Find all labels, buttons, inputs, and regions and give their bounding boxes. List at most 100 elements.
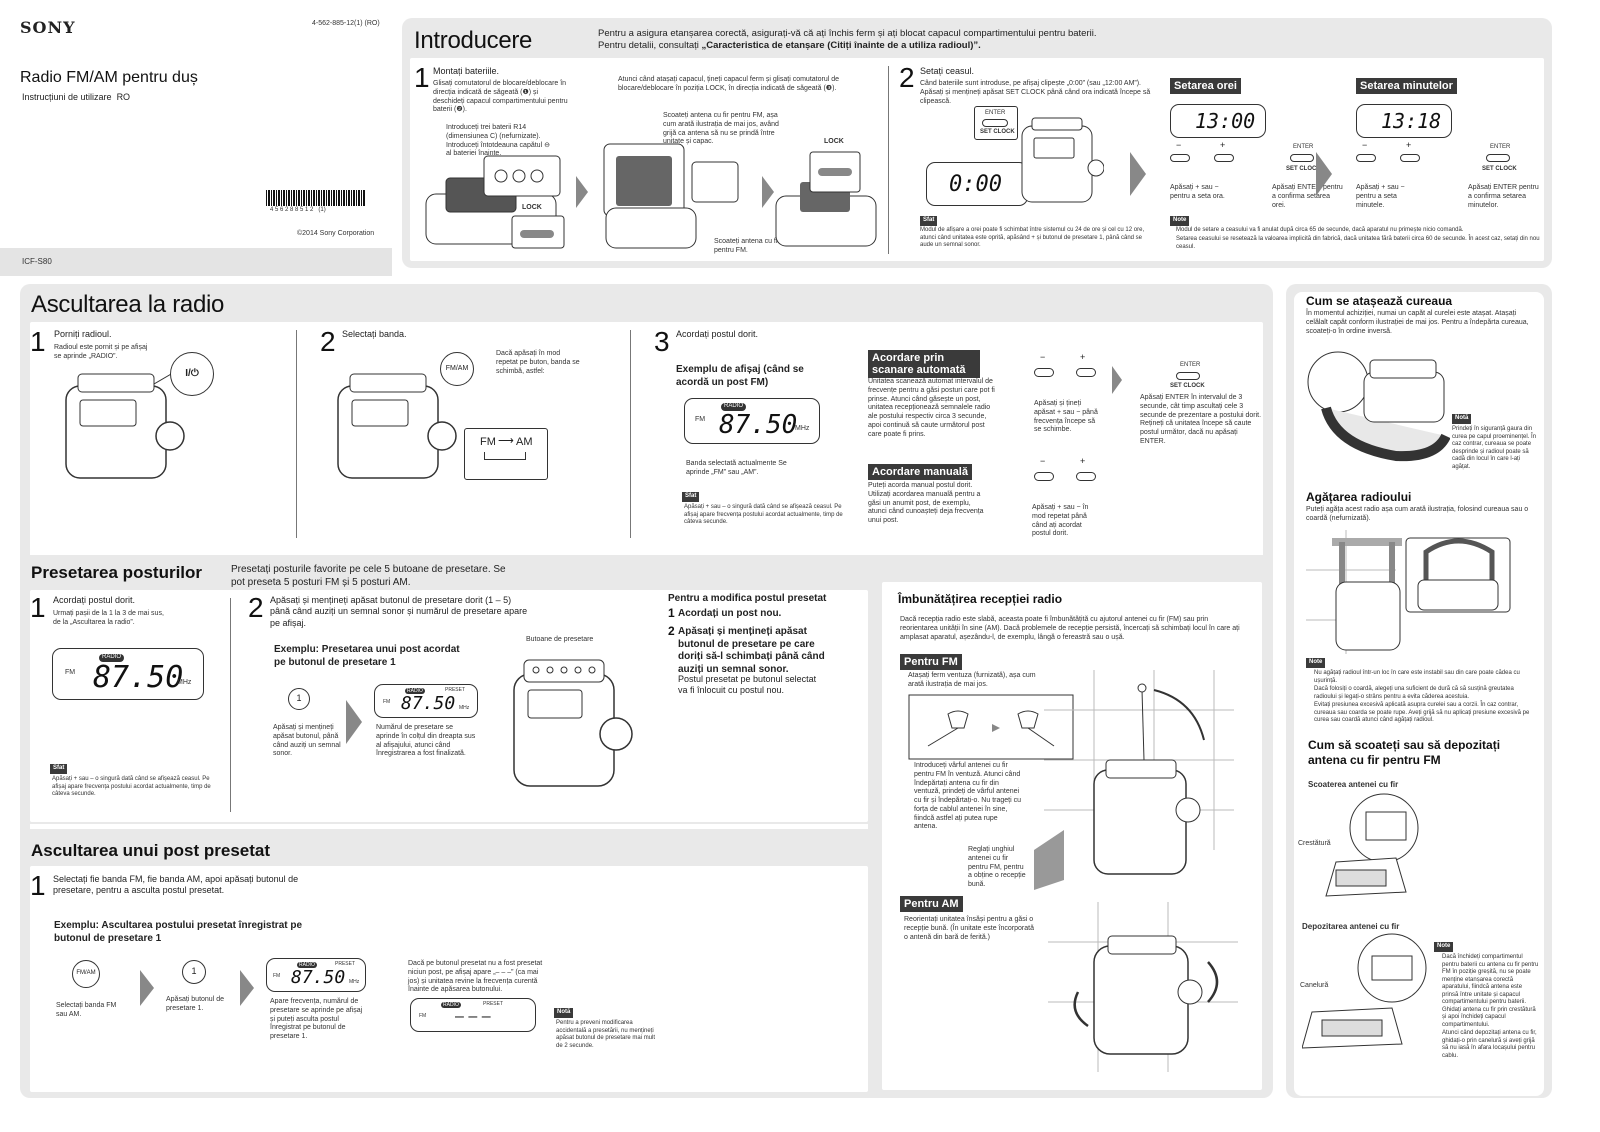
auto-enter-button[interactable] [1176, 372, 1200, 380]
fm-frequency: 87.50 [719, 410, 798, 440]
minute-enter-button[interactable] [1486, 154, 1510, 162]
listen-step1-number: 1 [30, 326, 46, 357]
auto-plus-button[interactable] [1076, 368, 1096, 377]
listen-step2-text: Dacă apăsați în mod repetat pe buton, ba… [496, 350, 580, 375]
minute-plus-button[interactable] [1400, 154, 1420, 162]
preset-stored-frequency: 87.50 [401, 693, 456, 714]
listen-preset-button-1[interactable]: 1 [182, 960, 206, 984]
am-rotate-illustration [1048, 902, 1238, 1072]
preset-fm-frequency: 87.50 [93, 660, 184, 695]
hour-caption: Apăsați + sau − pentru a seta ora. [1170, 184, 1225, 200]
band-cycle-box [464, 428, 548, 480]
preset-step2-number: 2 [248, 592, 264, 623]
preset-title: Presetarea posturilor [31, 563, 203, 582]
minute-caption: Apăsați + sau − pentru a seta minutele. [1356, 184, 1405, 209]
listen-preset-frequency: 87.50 [291, 967, 346, 988]
listen-preset-arrow-1 [140, 970, 154, 1006]
hour-plus-button[interactable] [1214, 154, 1234, 162]
hang-note-2: Dacă folosiți o coardă, alegeți una sufi… [1314, 686, 1514, 700]
preset-button-1[interactable]: 1 [288, 688, 310, 710]
power-button[interactable]: I/⏻ [170, 352, 214, 396]
hang-note-tag: Note [1306, 658, 1326, 668]
intro-sfat-text: Modul de afișare a orei poate fi schimba… [920, 227, 1145, 248]
remove-antenna-illustration [1325, 793, 1419, 897]
mhz-unit: MHz [795, 425, 810, 432]
intro-warning: Pentru a asigura etanșarea corectă, asig… [598, 28, 1118, 52]
strap-illustration [1307, 351, 1450, 462]
listen-preset-dashes: – – – [455, 1008, 491, 1025]
radio-badge: RADIO [721, 403, 747, 411]
intro-step1-batteries: Introduceți trei baterii R14 (dimensiune… [446, 124, 550, 158]
improve-am-tag: Pentru AM [900, 896, 963, 913]
auto-set-clock-label: SET CLOCK [1170, 383, 1205, 389]
intro-step1-title: Montați bateriile. [433, 66, 500, 76]
listen-preset-preset-label: PRESET [335, 961, 356, 967]
listen-preset-fmam-button[interactable]: FM/AM [72, 960, 100, 988]
manual-minus-button[interactable] [1034, 472, 1054, 481]
intro-arrow-1 [1130, 152, 1146, 196]
preset-stored-radio-badge: RADIO [405, 688, 425, 695]
modify-step1-text: Acordați un post nou. [678, 608, 782, 619]
copyright: ©2014 Sony Corporation [297, 230, 375, 237]
intro-step2-text: Când bateriile sunt introduse, pe afișaj… [920, 80, 1151, 105]
listen-preset-nota-tag: Notă [554, 1008, 574, 1018]
minute-minus-button[interactable] [1356, 154, 1376, 162]
hour-minus-button[interactable] [1170, 154, 1190, 162]
auto-scan-text: Unitatea scanează automat intervalul de … [868, 378, 995, 438]
minute-minus-label: − [1362, 140, 1368, 150]
fm-am-label: FM/AM [445, 364, 469, 372]
listen-preset-caption-3: Apare frecvența, numărul de presetare se… [270, 998, 363, 1040]
hang-title: Agățarea radioului [1306, 490, 1412, 504]
strap-nota-tag: Notă [1452, 414, 1472, 424]
intro-note-2: Setarea ceasului se resetează la valoare… [1176, 236, 1540, 250]
wall-antenna-illustration [1034, 670, 1234, 890]
manual-plus-button[interactable] [1076, 472, 1096, 481]
listen-step3-number: 3 [654, 326, 670, 357]
auto-caption-1: Apăsați și țineți apăsat + sau − până fr… [1034, 400, 1098, 434]
lock-label-2: LOCK [824, 138, 844, 145]
fm-am-button[interactable]: FM/AM [440, 352, 474, 386]
hour-plus-label: + [1220, 140, 1226, 150]
preset-example-title: Exemplu: Presetarea unui post acordat pe… [274, 644, 460, 668]
document-subtitle: Instrucțiuni de utilizare RO [22, 92, 130, 103]
modify-step2-text: Apăsați și mențineți apăsat butonul de p… [678, 626, 825, 675]
auto-enter-label: ENTER [1180, 362, 1201, 368]
listen-content [30, 322, 1263, 551]
preset-divider [230, 598, 231, 812]
antenna-note-2: Atunci când depozitați antena cu fir, gh… [1442, 1030, 1537, 1059]
auto-minus-button[interactable] [1034, 368, 1054, 377]
modify-title: Pentru a modifica postul presetat [668, 593, 827, 604]
preset-stored-preset-label: PRESET [445, 687, 466, 693]
hour-display: 13:00 [1170, 104, 1266, 138]
listen-preset-display: RADIO PRESET FM 87.50 MHz [266, 958, 366, 992]
intro-step1-number: 1 [414, 62, 430, 93]
store-antenna-title: Depozitarea antenei cu fir [1302, 922, 1400, 931]
document-title: Radio FM/AM pentru duș [20, 69, 198, 86]
antenna-title: Cum să scoateți sau să depozitați antena… [1308, 738, 1501, 767]
radio-illustration-power [65, 369, 185, 479]
intro-step1-antenna-text: Scoateți antena cu fir pentru FM, așa cu… [663, 112, 779, 146]
listen-preset-empty-radio-badge: RADIO [441, 1002, 461, 1009]
fm-display: RADIO FM 87.50 MHz [684, 398, 820, 444]
lock-label-1: LOCK [522, 204, 542, 211]
listen-step2-title: Selectați banda. [342, 329, 407, 339]
hour-enter-button[interactable] [1290, 154, 1314, 162]
hang-note-1: Nu agățați radioul într-un loc în care e… [1314, 670, 1520, 684]
intro-warning-text: Pentru a asigura etanșarea corectă, asig… [598, 28, 1097, 51]
listen-preset-mhz: MHz [349, 979, 360, 985]
minute-confirm-caption: Apăsați ENTER pentru a confirma setarea … [1468, 184, 1539, 209]
hour-set-clock-label: SET CLOCK [1286, 166, 1321, 172]
manual-plus-label: + [1080, 456, 1086, 466]
listen-preset-caption-1: Selectați banda FM sau AM. [56, 1002, 117, 1018]
listen-preset-content [30, 866, 868, 1092]
set-clock-button[interactable] [982, 119, 1008, 127]
barcode-suffix: (1) [318, 207, 326, 213]
auto-caption-2: Apăsați ENTER în intervalul de 3 secunde… [1140, 394, 1262, 445]
hour-tag: Setarea orei [1170, 78, 1241, 95]
model-bar [0, 248, 392, 276]
preset-stored-mhz: MHz [459, 705, 470, 711]
minute-enter-label: ENTER [1490, 144, 1511, 150]
preset-caption-1: Apăsați și mențineți apăsat butonul, pân… [273, 724, 341, 758]
preset-arrow [346, 700, 362, 744]
preset-sfat-tag: Sfat [50, 764, 68, 774]
